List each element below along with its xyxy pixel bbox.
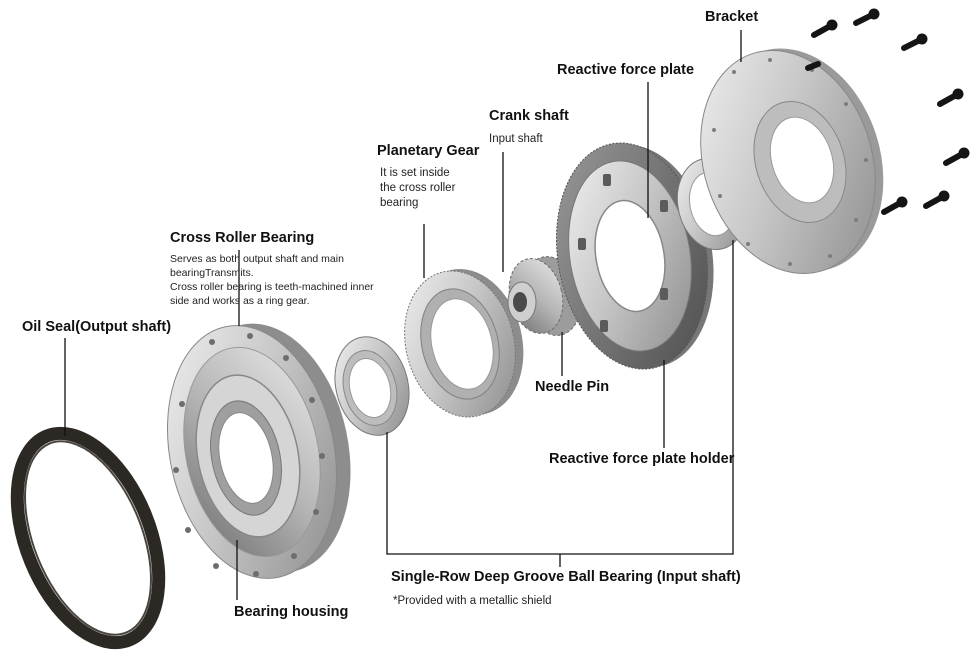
- label-needle-pin: Needle Pin: [535, 379, 610, 395]
- label-bearing-housing: Bearing housing: [234, 604, 349, 620]
- label-bracket: Bracket: [705, 9, 759, 25]
- cross-roller-bearing: [166, 323, 351, 579]
- cross-roller-sub-line: Serves as both output shaft and main: [170, 253, 344, 265]
- label-planetary-gear-sub: It is set inside the cross roller bearin…: [380, 166, 455, 211]
- label-oil-seal: Oil Seal(Output shaft): [22, 319, 172, 335]
- cross-roller-sub-line: bearingTransmits.: [170, 267, 254, 279]
- bracket: [700, 48, 884, 274]
- planetary-gear-sub-line: It is set inside: [380, 167, 450, 179]
- label-reactive-force-plate-holder: Reactive force plate holder: [549, 451, 735, 467]
- planetary-gear-sub-line: bearing: [380, 197, 419, 209]
- label-planetary-gear: Planetary Gear: [377, 143, 480, 159]
- label-crank-shaft-sub: Input shaft: [489, 133, 543, 145]
- ball-bearing: [334, 336, 410, 436]
- planetary-gear: [404, 269, 524, 418]
- reactive-force-plate: [555, 142, 714, 370]
- screws: [805, 8, 970, 215]
- label-ball-bearing-note: *Provided with a metallic shield: [393, 595, 552, 607]
- label-cross-roller-bearing: Cross Roller Bearing: [170, 230, 315, 246]
- oil-seal: [10, 426, 166, 650]
- label-reactive-force-plate: Reactive force plate: [557, 62, 695, 78]
- cross-roller-sub-line: Cross roller bearing is teeth-machined i…: [170, 281, 374, 293]
- label-cross-roller-bearing-sub: Serves as both output shaft and main bea…: [170, 252, 374, 308]
- label-crank-shaft: Crank shaft: [489, 108, 569, 124]
- planetary-gear-sub-line: the cross roller: [380, 182, 456, 194]
- leader-lines: [64, 30, 742, 600]
- label-ball-bearing: Single-Row Deep Groove Ball Bearing (Inp…: [391, 569, 741, 585]
- cross-roller-sub-line: side and works as a ring gear.: [170, 295, 310, 307]
